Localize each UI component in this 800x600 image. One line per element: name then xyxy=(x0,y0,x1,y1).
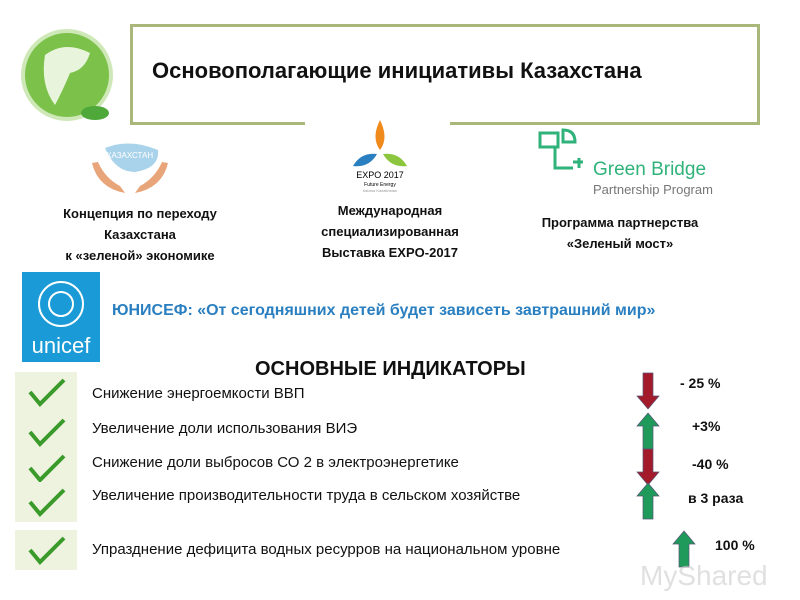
watermark: MyShared xyxy=(640,560,768,591)
indicator-text: Увеличение доли использования ВИЭ xyxy=(92,420,358,437)
svg-text:EXPO 2017: EXPO 2017 xyxy=(356,170,404,180)
caption-line: к «зеленой» экономике xyxy=(65,248,215,263)
unicef-quote: ЮНИСЕФ: «От сегодняшних детей будет зави… xyxy=(112,302,656,319)
frame-line xyxy=(450,122,760,125)
expo-2017-logo: EXPO 2017 Future Energy Astana Kazakhsta… xyxy=(353,120,407,193)
svg-text:Astana Kazakhstan: Astana Kazakhstan xyxy=(363,188,397,193)
checkmark-icon xyxy=(15,530,77,570)
arrow-down-icon xyxy=(636,448,660,491)
caption-line: специализированная xyxy=(321,224,459,239)
checkmark-icon xyxy=(15,482,77,522)
svg-text:Green Bridge: Green Bridge xyxy=(593,159,706,180)
kazakhstan-logo: КАЗАХСТАН xyxy=(92,143,168,193)
indicator-value: +3% xyxy=(692,418,721,434)
indicators-heading: ОСНОВНЫЕ ИНДИКАТОРЫ xyxy=(255,358,526,380)
svg-text:КАЗАХСТАН: КАЗАХСТАН xyxy=(107,151,154,160)
title-frame xyxy=(130,24,760,124)
indicator-value: - 25 % xyxy=(680,375,721,391)
caption-line: Концепция по переходу xyxy=(63,206,217,221)
indicator-value: в 3 раза xyxy=(688,490,744,506)
indicator-value: -40 % xyxy=(692,456,729,472)
indicator-text: Увеличение производительности труда в се… xyxy=(92,487,521,504)
green-bridge-logo: Green Bridge Partnership Program xyxy=(538,128,713,197)
frame-line xyxy=(130,122,305,125)
indicator-text: Упразднение дефицита водных ресурров на … xyxy=(92,541,561,558)
globe-icon xyxy=(21,29,113,121)
page-title: Основополагающие инициативы Казахстана xyxy=(152,58,642,83)
unicef-wordmark: unicef xyxy=(31,333,91,358)
caption-green-bridge: Программа партнерства «Зеленый мост» xyxy=(510,212,730,254)
indicator-value: 100 % xyxy=(715,537,755,553)
caption-line: Казахстана xyxy=(104,227,176,242)
checkmark-icon xyxy=(15,412,77,452)
arrow-down-icon xyxy=(636,372,660,415)
checkmark-icon xyxy=(15,372,77,412)
caption-line: Программа партнерства xyxy=(541,215,699,230)
caption-line: «Зеленый мост» xyxy=(566,236,674,251)
checkmark-icon xyxy=(15,448,77,488)
svg-text:Partnership Program: Partnership Program xyxy=(593,182,713,197)
arrow-up-icon xyxy=(636,482,660,525)
unicef-emblem-icon xyxy=(38,281,84,327)
caption-expo: Международная специализированная Выставк… xyxy=(280,200,500,263)
caption-line: Международная xyxy=(337,203,443,218)
caption-green-economy: Концепция по переходу Казахстана к «зеле… xyxy=(30,203,250,266)
indicator-text: Снижение энергоемкости ВВП xyxy=(92,385,305,402)
arrow-up-icon xyxy=(672,530,696,573)
svg-text:Future Energy: Future Energy xyxy=(364,182,396,188)
indicator-text: Снижение доли выбросов СО 2 в электроэне… xyxy=(92,454,459,471)
unicef-logo: unicef xyxy=(22,272,100,362)
caption-line: Выставка EXPO-2017 xyxy=(321,245,459,260)
